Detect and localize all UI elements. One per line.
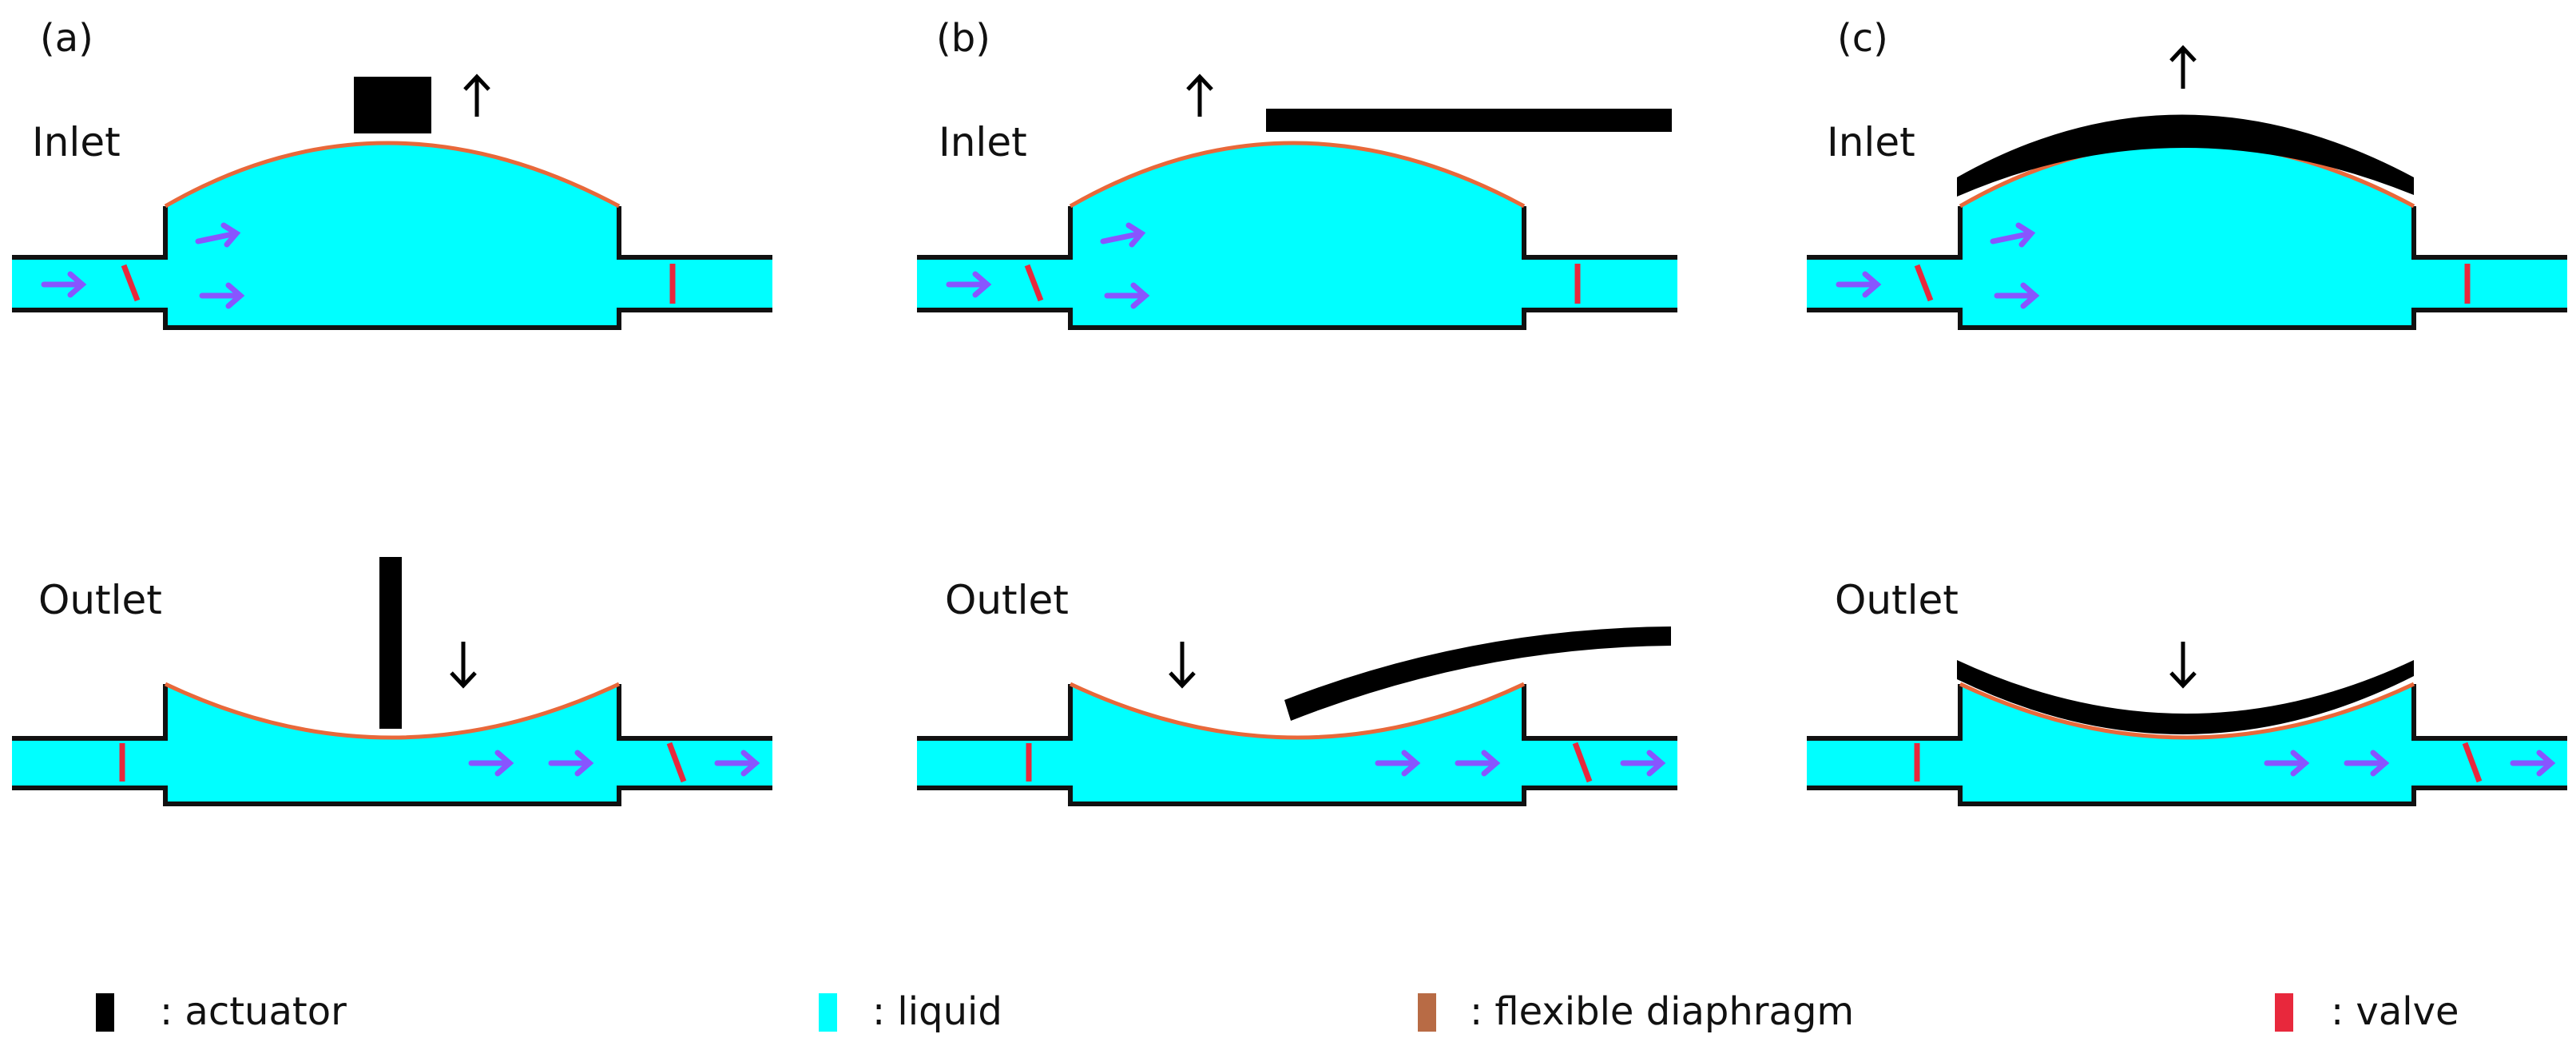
flow-arrows [1836, 222, 2040, 309]
inlet-valve [1024, 264, 1044, 302]
panel-a-inlet: Inlet [12, 74, 772, 330]
flow-arrows [41, 222, 245, 309]
chamber-liquid [1807, 684, 2567, 804]
down-arrow [1169, 642, 1196, 689]
chamber-outline [12, 684, 772, 806]
panel-a-outlet-label: Outlet [38, 577, 162, 623]
panel-b: (b) Inlet Outlet [917, 16, 1677, 806]
up-arrow [463, 74, 490, 117]
inlet-valve [1914, 264, 1934, 302]
panel-c-inlet-label: Inlet [1827, 119, 1915, 165]
legend-item-liquid: : liquid [819, 989, 1002, 1034]
panel-b-inlet: Inlet [917, 74, 1677, 330]
legend: : actuator : liquid : flexible diaphragm… [96, 989, 2459, 1034]
up-arrow [2169, 45, 2197, 89]
flow-arrows [1375, 750, 1666, 777]
panel-a-inlet-label: Inlet [32, 119, 121, 165]
panel-a-outlet: Outlet [12, 557, 772, 806]
panel-b-label: (b) [936, 16, 990, 61]
panel-c-inlet: Inlet [1807, 45, 2567, 330]
actuator-beam [1284, 626, 1671, 721]
legend-swatch-valve [2275, 993, 2293, 1032]
flexible-diaphragm [164, 682, 621, 740]
legend-item-valve: : valve [2275, 989, 2459, 1034]
legend-swatch-actuator [96, 993, 114, 1032]
flow-arrows [468, 750, 760, 777]
panel-c-outlet-label: Outlet [1835, 577, 1959, 623]
inlet-valve [121, 264, 141, 302]
actuator-layer [1957, 660, 2414, 735]
down-arrow [450, 642, 477, 689]
chamber-liquid [12, 143, 772, 328]
panel-c: (c) Inlet Outlet [1807, 16, 2567, 806]
panel-b-inlet-label: Inlet [939, 119, 1027, 165]
flow-arrows [2264, 750, 2556, 777]
flexible-diaphragm [1959, 682, 2415, 740]
chamber-outline [1807, 684, 2567, 806]
panel-b-outlet-label: Outlet [945, 577, 1069, 623]
panel-a: (a) Inlet Outlet [12, 16, 772, 806]
up-arrow [1186, 74, 1213, 117]
panel-c-label: (c) [1837, 16, 1888, 61]
actuator-rod [379, 557, 402, 729]
down-arrow [2169, 642, 2197, 689]
chamber-outline [917, 206, 1677, 330]
actuator-beam [1266, 109, 1672, 132]
legend-label-diaphragm: : flexible diaphragm [1470, 989, 1854, 1034]
flow-arrows [946, 222, 1150, 309]
legend-item-actuator: : actuator [96, 989, 347, 1034]
outlet-valve [2462, 742, 2483, 783]
chamber-outline [917, 684, 1677, 806]
outlet-valve [1572, 742, 1593, 783]
legend-item-diaphragm: : flexible diaphragm [1418, 989, 1854, 1034]
flexible-diaphragm [1069, 141, 1526, 209]
panel-b-outlet: Outlet [917, 577, 1677, 806]
chamber-liquid [12, 684, 772, 804]
outlet-valve [666, 742, 687, 783]
flexible-diaphragm [164, 141, 621, 209]
flexible-diaphragm [1069, 682, 1526, 740]
panel-a-label: (a) [40, 16, 93, 61]
legend-swatch-liquid [819, 993, 837, 1032]
panel-c-outlet: Outlet [1807, 577, 2567, 806]
legend-label-valve: : valve [2331, 989, 2459, 1034]
actuator-block [354, 77, 431, 133]
chamber-liquid [1807, 143, 2567, 328]
chamber-outline [1807, 206, 2567, 330]
chamber-liquid [917, 143, 1677, 328]
legend-label-liquid: : liquid [872, 989, 1002, 1034]
chamber-outline [12, 206, 772, 330]
legend-swatch-diaphragm [1418, 993, 1436, 1032]
actuator-layer [1957, 114, 2414, 197]
legend-label-actuator: : actuator [160, 989, 347, 1034]
